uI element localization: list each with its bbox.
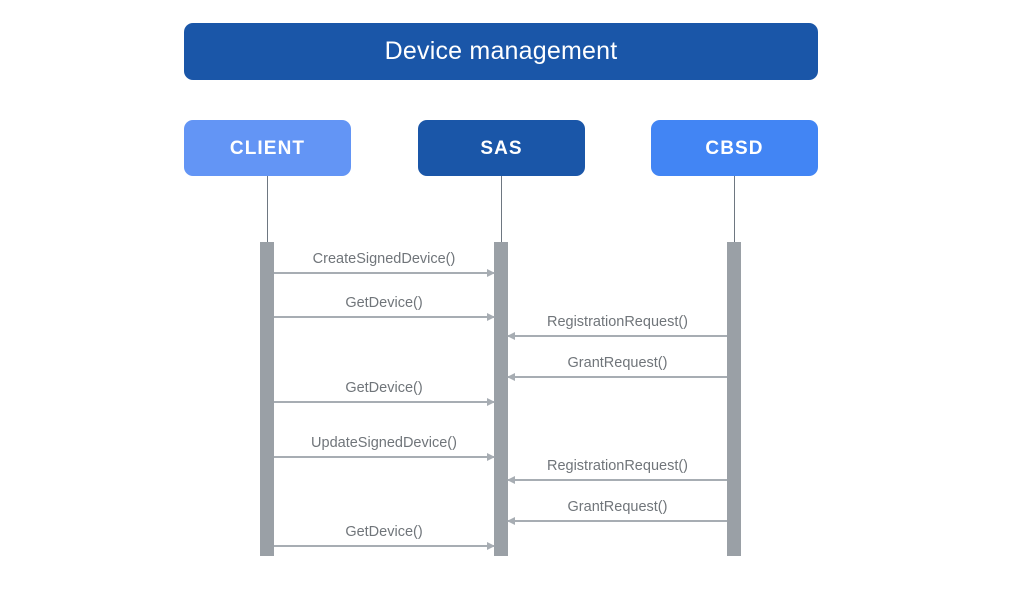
arrow-left-icon [507,331,515,340]
arrow-right-icon [487,312,495,321]
lifeline-sas [501,176,502,242]
arrow-right-icon [487,452,495,461]
message-label: CreateSignedDevice() [312,250,456,267]
activation-bar-client [260,242,274,556]
activation-bar-sas [494,242,508,556]
participant-client-label: CLIENT [229,137,306,159]
participant-sas-label: SAS [480,137,523,159]
message-line [274,401,494,403]
participant-cbsd[interactable]: CBSD [651,120,818,176]
arrow-right-icon [487,541,495,550]
message-label: GrantRequest() [567,498,668,515]
message-label: GetDevice() [345,379,423,396]
message-line [508,479,727,481]
participant-cbsd-label: CBSD [705,137,764,159]
message-line [508,335,727,337]
page-title: Device management [384,37,618,65]
message-label: UpdateSignedDevice() [311,434,457,451]
diagram-title-banner: Device management [184,23,818,80]
message-label: GetDevice() [345,294,423,311]
arrow-left-icon [507,372,515,381]
message-line [508,376,727,378]
arrow-right-icon [487,397,495,406]
activation-bar-cbsd [727,242,741,556]
message-label: RegistrationRequest() [546,457,689,474]
participant-sas[interactable]: SAS [418,120,585,176]
message-label: GetDevice() [345,523,423,540]
message-line [274,316,494,318]
arrow-left-icon [507,475,515,484]
lifeline-cbsd [734,176,735,242]
participant-client[interactable]: CLIENT [184,120,351,176]
lifeline-client [267,176,268,242]
arrow-right-icon [487,268,495,277]
message-line [274,545,494,547]
message-label: GrantRequest() [567,354,668,371]
message-label: RegistrationRequest() [546,313,689,330]
message-line [274,456,494,458]
arrow-left-icon [507,516,515,525]
message-line [274,272,494,274]
message-line [508,520,727,522]
